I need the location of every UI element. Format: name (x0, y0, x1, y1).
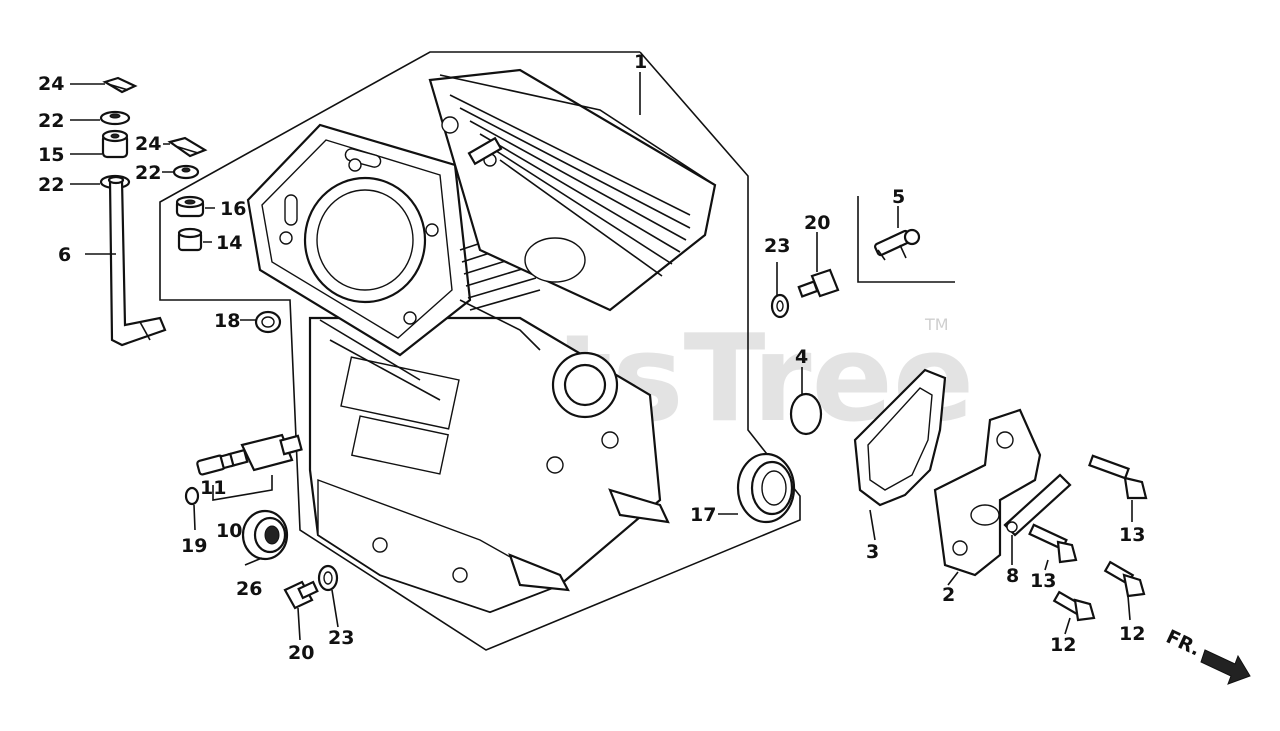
bushing[interactable] (175, 195, 205, 218)
watermark-trademark: TM (924, 315, 949, 334)
front-direction-label: FR. (1163, 626, 1204, 661)
callout-5: 5 (892, 186, 905, 208)
callout-16: 16 (220, 198, 246, 220)
callout-18: 18 (214, 310, 240, 332)
leader-lines (70, 72, 1133, 641)
small-washer[interactable] (184, 486, 200, 506)
check-valve[interactable] (874, 228, 921, 261)
oil-alert-switch[interactable] (227, 433, 303, 472)
callout-10: 10 (216, 520, 242, 542)
side-cover[interactable] (933, 408, 1042, 577)
callout-4: 4 (795, 346, 808, 368)
seal-ring-inner (261, 316, 275, 328)
subassembly-bracket (857, 196, 955, 283)
callout-1: 1 (634, 51, 647, 73)
callout-3: 3 (866, 541, 879, 563)
washer-drain-upper-hole (776, 300, 784, 312)
callout-8: 8 (1006, 565, 1019, 587)
oil-seal-large[interactable] (736, 452, 796, 524)
callout-22-right: 22 (135, 162, 161, 184)
front-direction-arrow: FR. (1163, 626, 1251, 685)
callout-20-lower: 20 (288, 642, 314, 664)
side-cover-gasket[interactable] (853, 368, 947, 507)
callout-2: 2 (942, 584, 955, 606)
assembly-outline (159, 51, 801, 651)
oil-level-tube[interactable] (107, 175, 167, 347)
callout-24-middle: 24 (135, 133, 161, 155)
dowel-pin[interactable] (177, 227, 203, 252)
cap-plug[interactable] (789, 392, 823, 436)
flange-bolt-upper[interactable] (1088, 454, 1148, 500)
bolt-12-right[interactable] (1103, 560, 1146, 598)
clip-middle[interactable] (167, 136, 208, 158)
bolt-12-left[interactable] (1052, 590, 1096, 622)
washer-right-hole (181, 167, 191, 173)
washer-drain-lower-hole (323, 571, 333, 585)
drain-bolt-upper[interactable] (797, 268, 840, 298)
sensor-fitting[interactable] (196, 452, 235, 476)
callout-6: 6 (58, 244, 71, 266)
grommet[interactable] (101, 129, 129, 159)
flange-bolt-lower[interactable] (1028, 523, 1078, 564)
callout-20-upper: 20 (804, 212, 830, 234)
callout-12-right: 12 (1119, 623, 1145, 645)
callout-13-upper: 13 (1119, 524, 1145, 546)
oil-seal-small[interactable] (241, 509, 289, 561)
callout-24-top: 24 (38, 73, 64, 95)
callout-15: 15 (38, 144, 64, 166)
clip-top[interactable] (102, 76, 138, 94)
governor-plate[interactable] (1003, 473, 1072, 537)
callout-23-upper: 23 (764, 235, 790, 257)
callout-26: 26 (236, 578, 262, 600)
callout-14: 14 (216, 232, 242, 254)
drain-bolt-lower[interactable] (283, 580, 319, 610)
callout-11: 11 (200, 477, 226, 499)
callout-13-lower: 13 (1030, 570, 1056, 592)
callout-23-lower: 23 (328, 627, 354, 649)
callout-17: 17 (690, 504, 716, 526)
callout-22-lower: 22 (38, 174, 64, 196)
cylinder-block[interactable] (246, 68, 717, 614)
callout-22-top: 22 (38, 110, 64, 132)
front-arrow-icon (1200, 649, 1251, 685)
callout-12-left: 12 (1050, 634, 1076, 656)
washer-upper-hole (109, 113, 121, 119)
callout-19: 19 (181, 535, 207, 557)
